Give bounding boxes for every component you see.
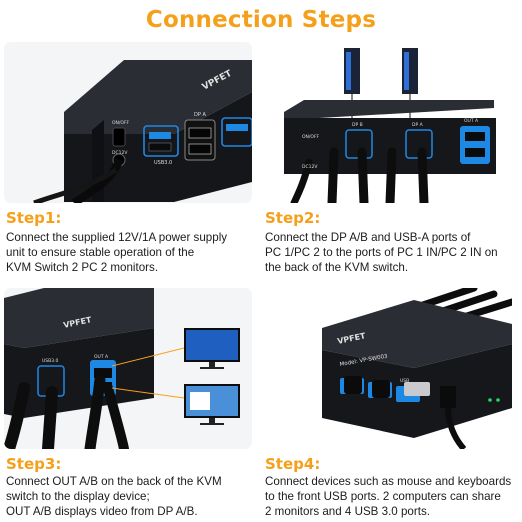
step1-line1: Connect the supplied 12V/1A power supply [6,231,228,244]
step3-image: OUT A USB3.0 VPFET [4,288,252,449]
step3-line1: Connect OUT A/B on the back of the KVM [6,475,222,488]
dp-a-label: DP A [194,112,206,118]
usb-label: USB [400,378,409,384]
step1-description: Connect the supplied 12V/1A power supply… [6,230,258,276]
dp-a-label-2: DP A [412,122,424,128]
step4-description: Connect devices such as mouse and keyboa… [265,474,517,520]
dp-b-label: DP B [352,122,363,128]
step2-description: Connect the DP A/B and USB-A ports of PC… [265,230,517,276]
step2-line1: Connect the DP A/B and USB-A ports of [265,231,471,244]
dc12v-label: DC12V [112,150,128,156]
step2-image: ON/OFF DC12V DP B DP A OUT A [264,42,512,203]
dc12v-label-2: DC12V [302,164,318,170]
step3-description: Connect OUT A/B on the back of the KVM s… [6,474,258,520]
step4-title: Step4: [265,455,321,473]
out-a-label-3: OUT A [94,354,109,360]
on-off-label: ON/OFF [112,120,130,126]
usb30-label-3: USB3.0 [42,358,59,364]
step2-title: Step2: [265,209,321,227]
step3-title: Step3: [6,455,62,473]
step4-image: VPFET Model: VP-SW003 USB [264,288,512,449]
out-a-label: OUT A [464,118,479,124]
on-off-label-2: ON/OFF [302,134,320,140]
step4-line3: 2 monitors and 4 USB 3.0 ports. [265,505,430,519]
page-title: Connection Steps [145,7,377,33]
step3-line2: switch to the display device; [6,490,150,504]
step3-line3: OUT A/B displays video from DP A/B. [6,505,198,519]
step2-line2: PC 1/PC 2 to the ports of PC 1 IN/PC 2 I… [265,246,498,260]
step4-line1: Connect devices such as mouse and keyboa… [265,475,512,488]
step1-line2: unit to ensure stable operation of the [6,246,195,260]
step1-image: USB3.0 ON/OFF DC12V DP A VPFET [4,42,252,203]
step2-line3: the back of the KVM switch. [265,261,409,275]
step4-line2: to the front USB ports. 2 computers can … [265,490,501,504]
step1-line3: KVM Switch 2 PC 2 monitors. [6,261,159,275]
step1-title: Step1: [6,209,62,227]
usb30-label: USB3.0 [154,160,172,166]
